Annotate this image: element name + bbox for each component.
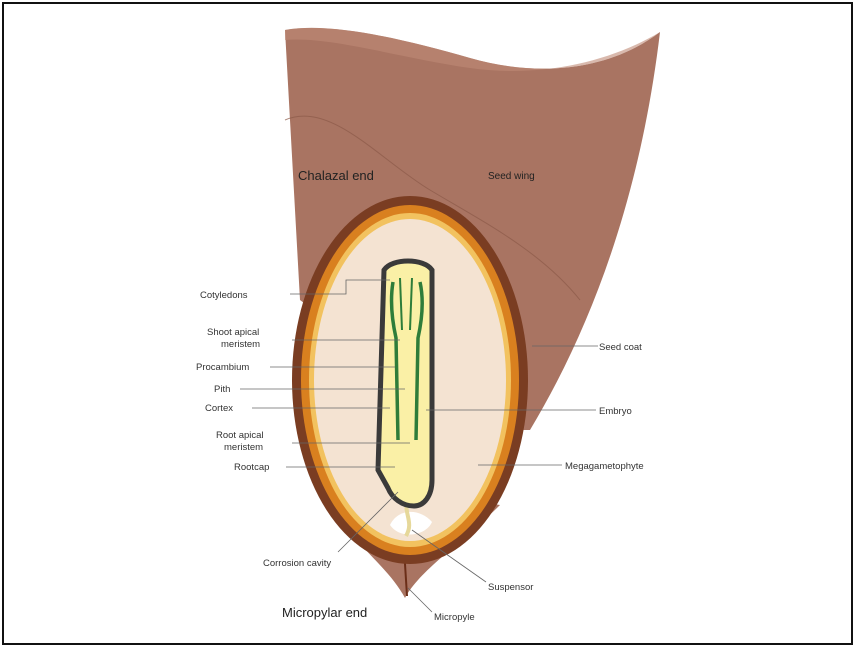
root-apical-label-1: Root apical <box>216 430 264 441</box>
leader-micropyle <box>408 588 432 612</box>
seed-wing-label: Seed wing <box>488 171 535 182</box>
embryo-label: Embryo <box>599 406 632 417</box>
megagametophyte-label: Megagametophyte <box>565 461 644 472</box>
shoot-apical-label-2: meristem <box>221 339 260 350</box>
micropylar-end-label: Micropylar end <box>282 605 367 620</box>
suspensor-label: Suspensor <box>488 582 533 593</box>
corrosion-cavity-label: Corrosion cavity <box>263 558 331 569</box>
micropyle-label: Micropyle <box>434 612 475 623</box>
root-apical-label-2: meristem <box>224 442 263 453</box>
cotyledons-label: Cotyledons <box>200 290 248 301</box>
procambium-label: Procambium <box>196 362 249 373</box>
shoot-apical-label-1: Shoot apical <box>207 327 259 338</box>
seed-coat-label: Seed coat <box>599 342 642 353</box>
chalazal-end-label: Chalazal end <box>298 168 374 183</box>
pith-label: Pith <box>214 384 230 395</box>
rootcap-label: Rootcap <box>234 462 269 473</box>
embryo <box>378 261 432 506</box>
cortex-label: Cortex <box>205 403 233 414</box>
